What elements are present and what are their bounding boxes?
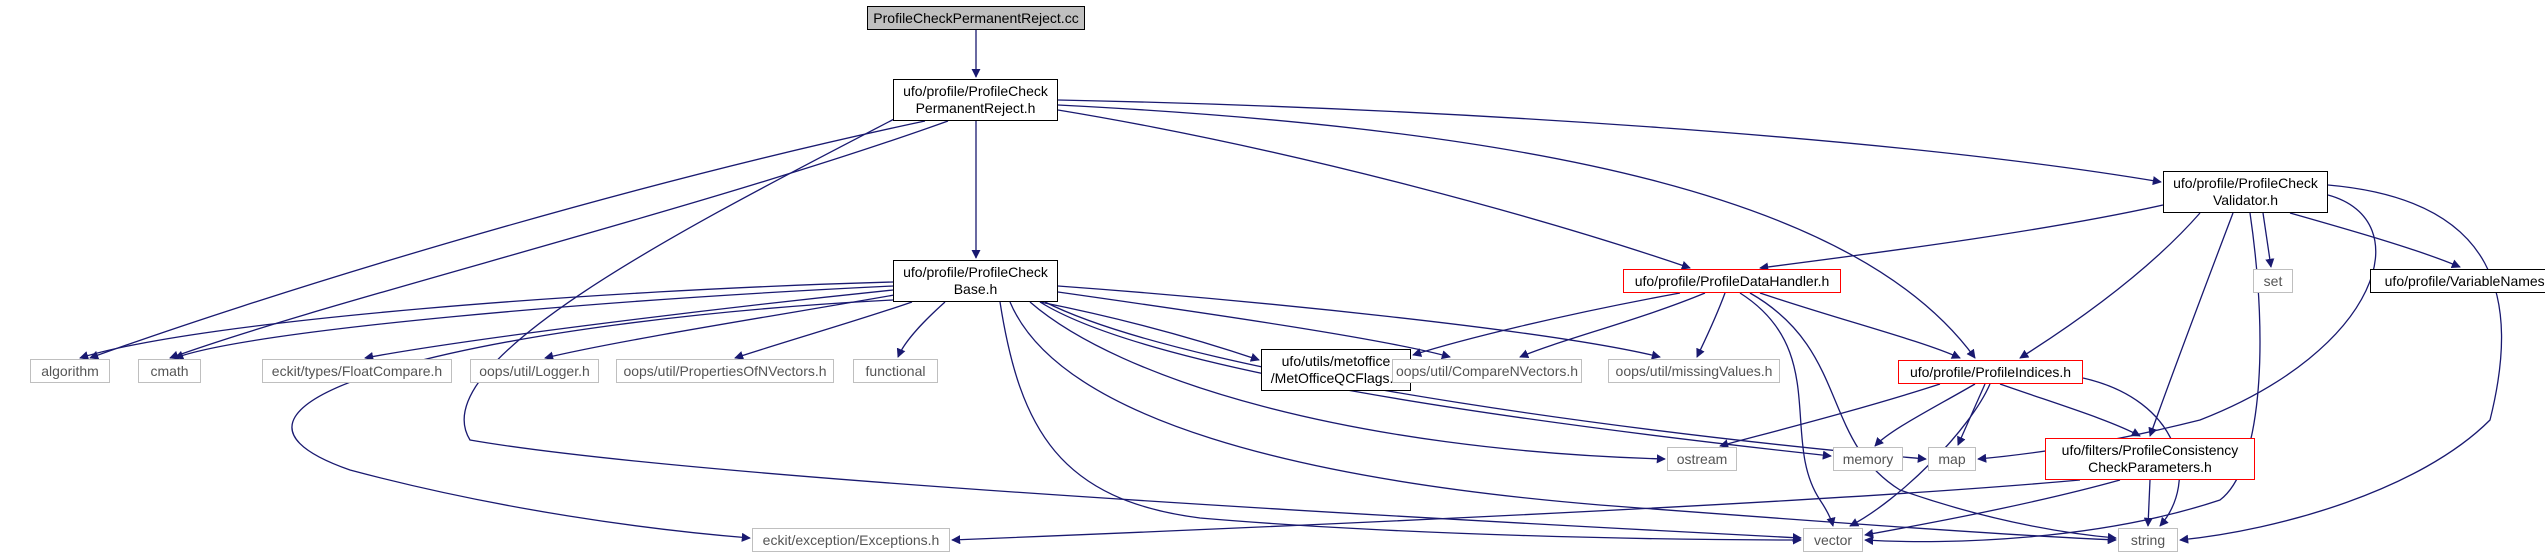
node-propsofnvectors: oops/util/PropertiesOfNVectors.h [616,359,834,383]
edge-base-map [1044,301,1927,463]
node-cmath: cmath [138,359,201,383]
edge-base-vector [999,301,1802,545]
node-missingvalues-label: oops/util/missingValues.h [1615,362,1773,379]
edge-validator-string [2179,184,2503,544]
node-cmath-label: cmath [150,362,189,379]
edge-base-comparenvectors [1057,291,1451,360]
edge-indices-memory [1874,383,1976,447]
edge-indices-ostream [1719,383,1941,449]
node-memory: memory [1833,447,1903,471]
node-propsofnvectors-label: oops/util/PropertiesOfNVectors.h [623,362,827,379]
edge-base-ostream [1029,301,1666,464]
edge-consistency-vector [1864,479,2121,539]
node-datahandler-label: ufo/profile/ProfileDataHandler.h [1634,272,1830,289]
edge-base-propsofnvectors [734,301,913,360]
edge-validator-set [2262,212,2275,268]
edge-validator-variablenames [2289,212,2461,268]
edge-datahandler-metoffice [1412,292,1681,357]
node-algorithm: algorithm [30,359,110,383]
root-label: ProfileCheckPermanentReject.cc [873,9,1079,26]
node-datahandler-h[interactable]: ufo/profile/ProfileDataHandler.h [1623,269,1841,293]
node-map: map [1928,447,1976,471]
edge-indices-map [1957,383,1986,446]
node-permanentreject-line1: ufo/profile/ProfileCheck [903,83,1048,99]
edge-permreject-algorithm [89,120,926,360]
node-consistency-line2: CheckParameters.h [2088,459,2212,475]
node-base-h[interactable]: ufo/profile/ProfileCheck Base.h [893,260,1058,302]
node-consistency-h[interactable]: ufo/filters/ProfileConsistency CheckPara… [2045,438,2255,480]
node-metoffice-h[interactable]: ufo/utils/metoffice /MetOfficeQCFlags.h [1261,349,1411,391]
edge-datahandler-missingvalues [1696,292,1726,358]
node-variablenames-h[interactable]: ufo/profile/VariableNames.h [2370,269,2545,293]
edge-base-algorithm [79,281,894,360]
edge-validator-map [1977,194,2377,463]
node-missingvalues: oops/util/missingValues.h [1608,359,1780,383]
node-functional-label: functional [865,362,926,379]
edge-consistency-string [2143,479,2153,527]
node-permanentreject-line2: PermanentReject.h [915,100,1036,116]
edge-datahandler-vector [1739,292,1836,527]
node-permanentreject-h[interactable]: ufo/profile/ProfileCheck PermanentReject… [893,79,1058,121]
edge-base-functional [896,301,946,358]
node-base-line2: Base.h [953,281,998,297]
node-set-label: set [2263,272,2283,289]
node-functional: functional [853,359,938,383]
node-set: set [2253,269,2293,293]
edge-permreject-indices [1057,104,1976,359]
node-comparenvectors-label: oops/util/CompareNVectors.h [1395,362,1579,379]
edge-base-exceptions [291,299,894,542]
node-validator-line1: ufo/profile/ProfileCheck [2173,175,2318,191]
edge-permreject-datahandler [1057,109,1691,270]
node-ostream: ostream [1667,447,1737,471]
node-base-line1: ufo/profile/ProfileCheck [903,264,1048,280]
node-logger: oops/util/Logger.h [470,359,599,383]
edge-consistency-exceptions [951,479,2081,545]
edge-permreject-cmath [169,120,949,360]
node-variablenames-label: ufo/profile/VariableNames.h [2384,272,2545,289]
edge-validator-consistency [2148,212,2234,437]
node-indices-label: ufo/profile/ProfileIndices.h [1909,363,2072,380]
edge-base-missingvalues [1057,285,1661,360]
edge-datahandler-string [1749,292,2117,542]
node-exceptions: eckit/exception/Exceptions.h [752,528,950,552]
node-memory-label: memory [1842,450,1894,467]
node-consistency-line1: ufo/filters/ProfileConsistency [2061,442,2239,458]
node-validator-line2: Validator.h [2212,192,2279,208]
edge-datahandler-indices [1759,292,1961,359]
node-floatcompare: eckit/types/FloatCompare.h [262,359,452,383]
node-indices-h[interactable]: ufo/profile/ProfileIndices.h [1898,360,2083,384]
node-ostream-label: ostream [1676,450,1728,467]
node-logger-label: oops/util/Logger.h [479,362,590,379]
node-comparenvectors: oops/util/CompareNVectors.h [1392,359,1582,383]
root-node: ProfileCheckPermanentReject.cc [867,6,1085,30]
node-string-label: string [2130,531,2166,548]
edge-base-cmath [174,285,894,360]
node-exceptions-label: eckit/exception/Exceptions.h [762,531,940,548]
edge-permreject-validator [1057,99,2162,186]
node-map-label: map [1938,450,1966,467]
edge-validator-vector [1864,212,2261,546]
edge-datahandler-comparenvectors [1519,292,1706,358]
edge-base-floatcompare [364,289,894,361]
node-validator-h[interactable]: ufo/profile/ProfileCheck Validator.h [2163,171,2328,213]
edge-validator-datahandler [1759,204,2164,272]
node-string: string [2118,528,2178,552]
node-vector-label: vector [1813,531,1853,548]
edge-base-metoffice [1039,301,1260,362]
edge-base-string [1009,301,2117,545]
node-vector: vector [1803,528,1863,552]
node-metoffice-line2: /MetOfficeQCFlags.h [1270,370,1402,386]
edge-validator-indices [2019,212,2201,359]
edge-indices-consistency [1999,383,2141,437]
edges [79,30,2503,546]
node-metoffice-line1: ufo/utils/metoffice [1281,353,1391,369]
node-floatcompare-label: eckit/types/FloatCompare.h [271,362,443,379]
edge-permreject-vector [463,115,1802,543]
node-algorithm-label: algorithm [41,362,99,379]
